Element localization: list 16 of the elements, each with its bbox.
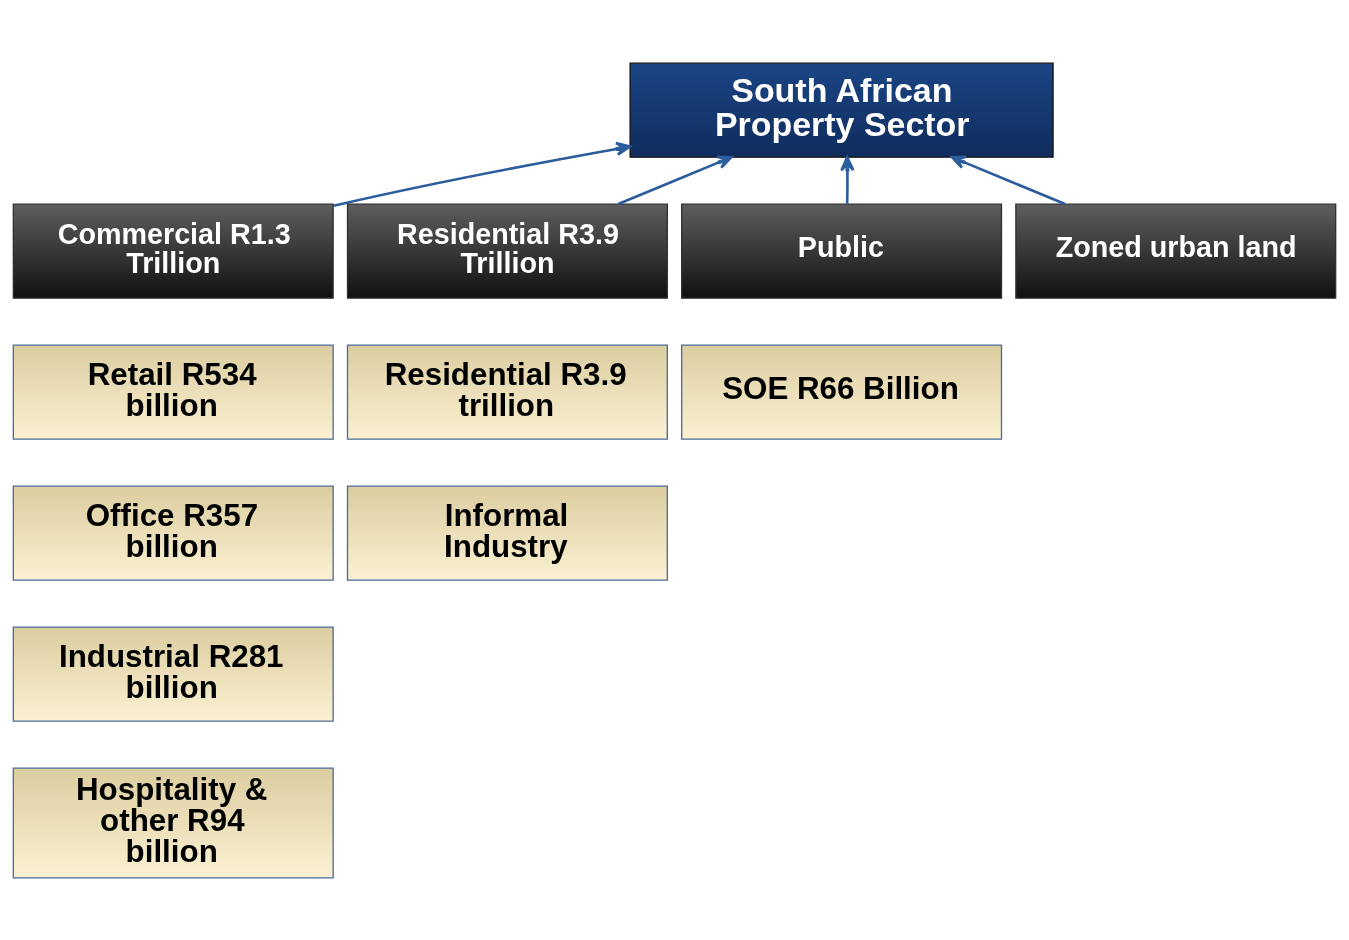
arrow	[950, 154, 1066, 205]
node-box: Commercial R1.3 Trillion	[12, 203, 334, 299]
node-box: Public	[681, 203, 1003, 299]
arrow	[332, 141, 632, 207]
node-box: Industrial R281 billion	[12, 626, 334, 722]
node-box: Residential R3.9 Trillion	[346, 203, 668, 299]
arrow	[840, 155, 855, 204]
node-box: Informal Industry	[346, 485, 668, 581]
node-box: SOE R66 Billion	[681, 344, 1003, 440]
node-box: South African Property Sector	[629, 62, 1054, 158]
node-box: Hospitality & other R94 billion	[12, 766, 334, 878]
arrow	[617, 154, 733, 205]
node-box: Residential R3.9 trillion	[346, 344, 668, 440]
node-box: Office R357 billion	[12, 485, 334, 581]
node-box: Zoned urban land	[1015, 203, 1337, 299]
node-box: Retail R534 billion	[12, 344, 334, 440]
